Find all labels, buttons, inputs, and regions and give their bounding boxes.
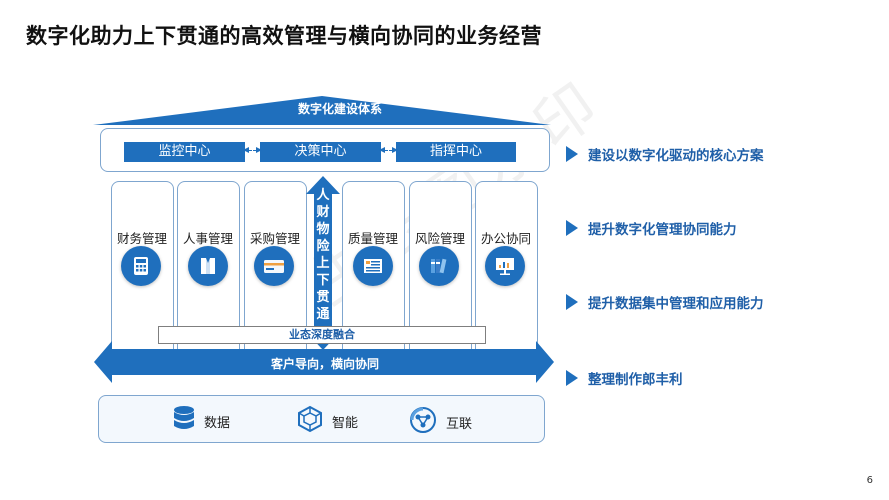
presentation-icon [485, 246, 525, 286]
pillar-label: 人事管理 [182, 231, 233, 246]
point-collaboration: 提升数字化管理协同能力 [566, 218, 737, 238]
pillar-label: 办公协同 [480, 231, 531, 246]
calculator-icon [121, 246, 161, 286]
monitor-center-box: 监控中心 [124, 142, 245, 162]
triangle-bullet-icon [566, 294, 578, 310]
center-connector-arrow [379, 147, 398, 153]
card-icon [254, 246, 294, 286]
horizontal-double-arrow [94, 341, 554, 383]
roof-shape [93, 96, 551, 125]
page-title: 数字化助力上下贯通的高效管理与横向协同的业务经营 [26, 24, 542, 48]
base-item-data: 数据 [172, 405, 230, 437]
network-icon [408, 405, 438, 439]
page-number: 6 [866, 475, 873, 486]
binders-icon [419, 246, 459, 286]
triangle-bullet-icon [566, 146, 578, 162]
command-center-box: 指挥中心 [396, 142, 516, 162]
staff-icon [188, 246, 228, 286]
point-author: 整理制作郎丰利 [566, 368, 683, 388]
triangle-bullet-icon [566, 370, 578, 386]
base-item-label: 智能 [332, 415, 359, 431]
report-icon [353, 246, 393, 286]
point-data-management: 提升数据集中管理和应用能力 [566, 292, 764, 312]
pillar-label: 财务管理 [116, 231, 167, 246]
database-icon [172, 405, 196, 437]
base-item-label: 互联 [446, 416, 473, 432]
pillar-label: 风险管理 [414, 231, 465, 246]
triangle-bullet-icon [566, 220, 578, 236]
vertical-double-arrow [306, 176, 340, 350]
point-core-solution: 建设以数字化驱动的核心方案 [566, 144, 764, 164]
center-connector-arrow [243, 147, 262, 153]
horizontal-arrow-text: 客户导向，横向协同 [270, 357, 379, 371]
pillar-label: 质量管理 [347, 231, 398, 246]
base-item-interconnect: 互联 [408, 405, 472, 439]
cube-icon [296, 405, 324, 437]
decision-center-box: 决策中心 [260, 142, 381, 162]
base-item-intelligence: 智能 [296, 405, 358, 437]
fusion-bar: 业态深度融合 [158, 326, 486, 344]
vertical-arrow-text: 人财物险上下贯通 [316, 188, 330, 322]
roof-label: 数字化建设体系 [297, 102, 382, 116]
base-item-label: 数据 [204, 415, 231, 431]
pillar-label: 采购管理 [249, 231, 300, 246]
